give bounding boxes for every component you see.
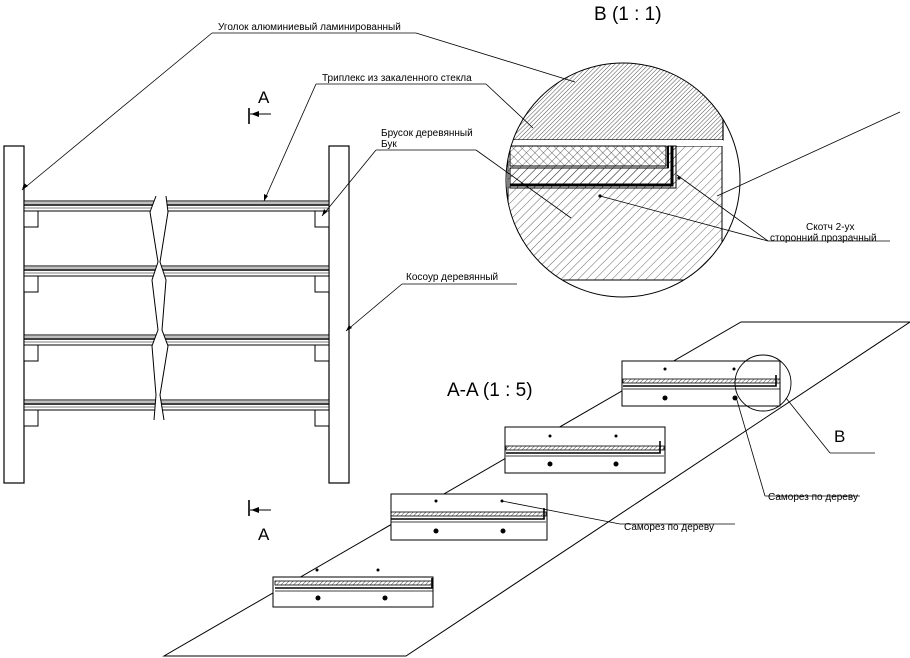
label-beech-bar-line1: Брусок деревянный [381,128,473,139]
section-a-a: A-A (1 : 5) [162,321,910,657]
break-gap [150,196,168,420]
detail-glass [506,63,724,141]
label-screw-right: Саморез по дереву [768,492,858,503]
left-stringer [3,145,25,484]
annotations: Уголок алюминиевый ламинированный Трипле… [21,22,890,533]
label-aluminium-angle: Уголок алюминиевый ламинированный [218,22,401,33]
label-screw-middle: Саморез по дереву [624,522,714,533]
section-step-4 [621,360,781,407]
break-line-right [159,195,169,421]
detail-view-b: B (1 : 1) [505,4,901,298]
tread-2 [23,265,330,293]
section-letter-top: A [258,88,270,107]
tread-1 [23,200,330,228]
tread-3 [23,334,330,362]
section-step-1 [272,568,434,608]
section-step-3 [504,426,666,474]
detail-beech-bar [509,145,667,167]
right-stringer [328,145,350,484]
label-tape-line2: сторонний прозрачный [770,233,877,244]
detail-circle [505,62,741,298]
label-tape-line1: Скотч 2-ух [806,222,855,233]
front-view: A A [3,88,350,544]
section-title: A-A (1 : 5) [447,380,533,401]
section-letter-bottom: A [258,525,270,544]
tread-4 [23,399,330,427]
section-step-2 [390,493,548,541]
detail-b-marker [734,354,792,412]
detail-title: B (1 : 1) [594,4,662,25]
detail-b-letter: B [834,427,845,446]
label-triplex: Триплекс из закаленного стекла [322,73,472,84]
section-mark-top: A [248,88,271,124]
label-beech-bar-line2: Бук [381,139,397,150]
break-line-left [149,195,159,421]
label-stringer: Косоур деревянный [406,272,498,283]
section-mark-bottom: A [248,500,271,544]
